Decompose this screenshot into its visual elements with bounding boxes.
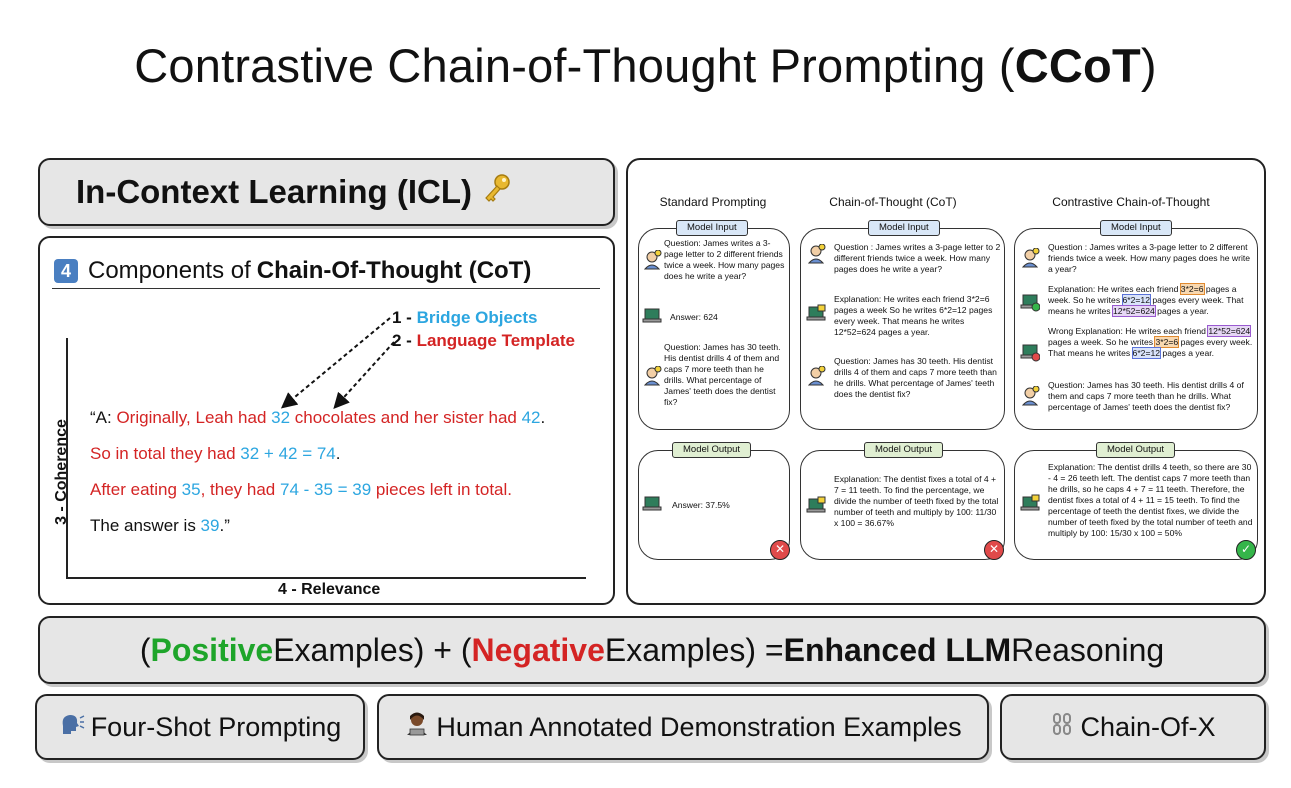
formula-box: (Positive Examples) + (Negative Examples…	[38, 616, 1266, 684]
prompting-comparison-panel: Standard Prompting Chain-of-Thought (CoT…	[626, 158, 1266, 605]
robot-icon	[1020, 294, 1040, 312]
enhanced-llm: Enhanced LLM	[783, 631, 1012, 668]
ccot-wrong-explanation-1: Wrong Explanation: He writes each friend…	[1048, 325, 1253, 359]
cot-output: Explanation: The dentist fixes a total o…	[834, 474, 999, 528]
laptop-icon	[642, 496, 662, 511]
sp-answer-1: Answer: 624	[670, 312, 718, 322]
bridge-objects-label: 1 - Bridge Objects	[392, 308, 538, 327]
title-close: )	[1140, 39, 1157, 92]
formula-part: Examples) =	[604, 631, 784, 668]
language-template-label: 2 - Language Template	[392, 331, 575, 350]
title-acronym: CCoT	[1014, 39, 1141, 92]
y-axis-label: 3 - Coherence	[53, 419, 70, 525]
key-icon	[482, 173, 512, 211]
robot-icon	[806, 304, 826, 321]
sp-question-2: Question: James has 30 teeth. His dentis…	[664, 342, 781, 407]
heading-plain: Components of	[88, 257, 251, 284]
speaking-head-icon	[59, 712, 85, 742]
ccot-input-tag: Model Input	[1100, 220, 1172, 236]
chain-of-x-label: Chain-Of-X	[1080, 711, 1216, 742]
robot-icon	[806, 496, 826, 513]
sp-question-1: Question: James writes a 3-page letter t…	[664, 238, 785, 281]
sp-output: Answer: 37.5%	[672, 500, 730, 510]
ccot-explanation-1: Explanation: He writes each friend 3*2=6…	[1048, 283, 1244, 317]
sp-input-tag: Model Input	[676, 220, 748, 236]
icl-label: In-Context Learning (ICL)	[76, 173, 472, 210]
laptop-icon	[642, 308, 662, 323]
ccot-question-1: Question : James writes a 3-page letter …	[1048, 242, 1251, 274]
person-icon	[1021, 248, 1040, 268]
example-line-3: After eating 35, they had 74 - 35 = 39 p…	[90, 480, 513, 499]
wrong-mark-icon: ✕	[984, 540, 1004, 560]
cot-input-tag: Model Input	[868, 220, 940, 236]
chain-icon	[1050, 712, 1074, 742]
robot-icon	[1020, 344, 1040, 362]
cot-input-card	[800, 228, 1005, 430]
person-icon	[643, 366, 662, 386]
cot-explanation-1: Explanation: He writes each friend 3*2=6…	[834, 294, 993, 337]
number-badge: 4	[54, 259, 78, 283]
cot-components-box: 4 Components of Chain-Of-Thought (CoT) 1…	[38, 236, 615, 605]
x-axis-label: 4 - Relevance	[278, 581, 381, 598]
template-arrow	[333, 341, 395, 409]
page-title: Contrastive Chain-of-Thought Prompting (…	[0, 38, 1291, 93]
x-axis	[66, 577, 586, 579]
robot-icon	[1020, 494, 1040, 511]
person-icon	[643, 250, 662, 270]
example-line-2: So in total they had 32 + 42 = 74.	[90, 444, 341, 463]
bridge-arrow	[280, 317, 391, 409]
technologist-icon	[404, 711, 430, 743]
cot-output-card	[800, 450, 1005, 560]
title-text: Contrastive Chain-of-Thought Prompting (	[134, 39, 1015, 92]
y-axis	[66, 338, 68, 578]
cot-question-2: Question: James has 30 teeth. His dentis…	[834, 356, 997, 399]
cot-output-tag: Model Output	[864, 442, 944, 458]
heading-divider	[52, 288, 600, 289]
negative-word: Negative	[471, 631, 605, 668]
sp-output-tag: Model Output	[672, 442, 752, 458]
ccot-output-card	[1014, 450, 1258, 560]
components-heading: 4 Components of Chain-Of-Thought (CoT)	[54, 257, 531, 285]
wrong-mark-icon: ✕	[770, 540, 790, 560]
person-icon	[1021, 386, 1040, 406]
arrows	[280, 317, 395, 409]
example-line-1: “A: Originally, Leah had 32 chocolates a…	[90, 408, 546, 427]
cot-question-1: Question : James writes a 3-page letter …	[834, 242, 1001, 274]
human-annotated-label: Human Annotated Demonstration Examples	[436, 711, 962, 742]
heading-bold: Chain-Of-Thought (CoT)	[256, 257, 532, 284]
icl-box: In-Context Learning (ICL)	[38, 158, 615, 226]
col-standard-title: Standard Prompting	[659, 195, 767, 209]
ccot-question-2: Question: James has 30 teeth. His dentis…	[1048, 380, 1244, 412]
formula-part: Examples) + (	[273, 631, 472, 668]
person-icon	[807, 244, 826, 264]
positive-word: Positive	[150, 631, 274, 668]
ccot-output: Explanation: The dentist drills 4 teeth,…	[1048, 462, 1253, 538]
ccot-output-tag: Model Output	[1096, 442, 1176, 458]
col-ccot-title: Contrastive Chain-of-Thought	[1052, 195, 1210, 209]
example-line-4: The answer is 39.”	[90, 516, 230, 535]
person-icon	[807, 366, 826, 386]
four-shot-box: Four-Shot Prompting	[35, 694, 365, 760]
col-cot-title: Chain-of-Thought (CoT)	[829, 195, 957, 209]
correct-mark-icon: ✓	[1236, 540, 1256, 560]
formula-part: Reasoning	[1011, 631, 1165, 668]
four-shot-label: Four-Shot Prompting	[90, 711, 342, 742]
chain-of-x-box: Chain-Of-X	[1000, 694, 1266, 760]
formula-part: (	[139, 631, 151, 668]
human-annotated-box: Human Annotated Demonstration Examples	[377, 694, 989, 760]
